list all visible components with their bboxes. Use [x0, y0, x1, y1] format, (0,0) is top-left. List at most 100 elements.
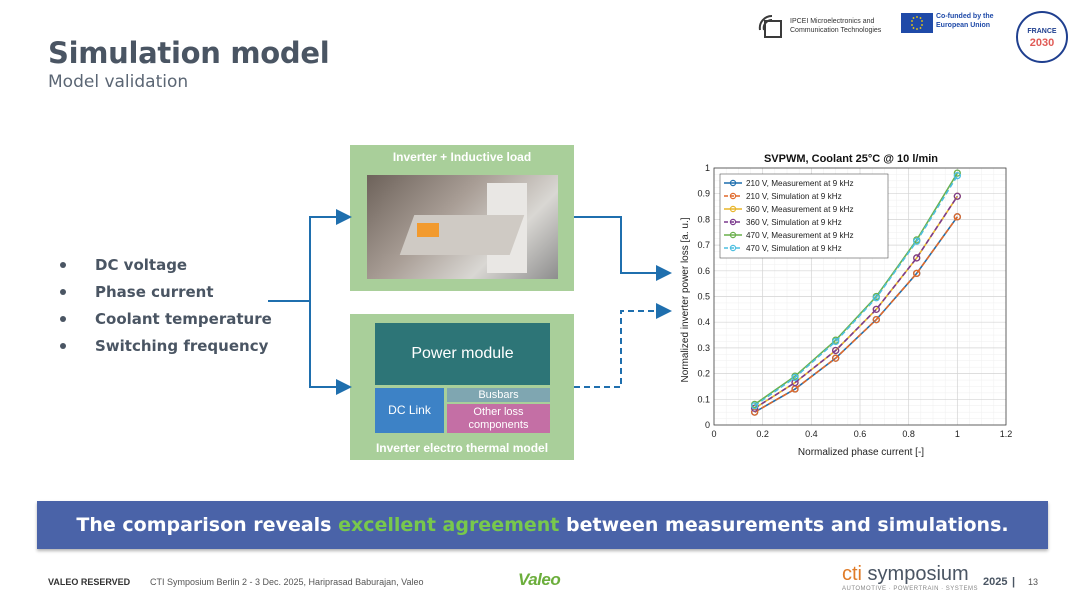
cti-tagline: AUTOMOTIVE · POWERTRAIN · SYSTEMS: [842, 586, 978, 592]
power-module-block: Power module: [375, 323, 550, 385]
input-arrow-top: [309, 209, 352, 301]
y-tick-label: 0.5: [697, 292, 710, 302]
simulation-arrow: [574, 303, 672, 388]
loss-chart: SVPWM, Coolant 25°C @ 10 l/min Normalize…: [680, 153, 1013, 458]
valeo-logo: Valeo: [518, 570, 561, 589]
y-tick-label: 0.4: [697, 317, 710, 327]
banner-highlight: excellent agreement: [338, 514, 560, 536]
page-subtitle: Model validation: [48, 72, 189, 92]
dc-link-block: DC Link: [375, 388, 444, 433]
legend-label: 210 V, Simulation at 9 kHz: [746, 192, 842, 201]
eu-cofunded-text: Co-funded by the European Union: [936, 13, 994, 29]
series-line-6: [754, 175, 959, 407]
series-line-4: [754, 195, 959, 409]
footer-event: CTI Symposium Berlin 2 - 3 Dec. 2025, Ha…: [150, 577, 424, 587]
x-tick-label: 0.6: [854, 429, 867, 439]
plot-frame: [713, 167, 1007, 426]
legend-marker: [729, 192, 737, 200]
y-tick-label: 0.2: [697, 369, 710, 379]
data-point: [872, 294, 880, 302]
y-tick-label: 0.9: [697, 189, 710, 199]
france-2030-logo: FRANCE 2030: [1016, 11, 1068, 63]
data-point: [832, 354, 840, 362]
list-item-label: Coolant temperature: [95, 310, 272, 328]
data-point: [953, 169, 961, 177]
page-title: Simulation model: [48, 36, 330, 70]
data-point: [953, 192, 961, 200]
chart-ylabel: Normalized inverter power loss [a. u.]: [680, 217, 691, 382]
data-point: [913, 269, 921, 278]
legend-marker: [729, 244, 737, 252]
cti-logo-part2: symposium: [862, 563, 969, 585]
data-point: [750, 402, 759, 410]
legend-label: 470 V, Simulation at 9 kHz: [746, 244, 842, 253]
france-logo-text: FRANCE: [1027, 28, 1057, 35]
legend-marker: [729, 231, 737, 239]
inverter-load-label: Inverter + Inductive load: [392, 150, 532, 164]
y-tick-label: 0.3: [697, 343, 710, 353]
cti-symposium-logo: cti symposium: [842, 563, 969, 586]
bullet-icon: [60, 316, 66, 322]
france-logo-year: 2030: [1029, 37, 1055, 49]
y-tick-label: 0.6: [697, 266, 710, 276]
data-point: [913, 254, 921, 262]
ipcei-text: IPCEI Microelectronics and Communication…: [790, 18, 882, 34]
y-tick-label: 0.1: [697, 394, 710, 404]
y-tick-label: 0: [705, 420, 710, 430]
cti-logo-part1: cti: [842, 563, 862, 585]
legend-label: 210 V, Measurement at 9 kHz: [746, 179, 854, 188]
x-tick-label: 0.2: [756, 429, 769, 439]
x-tick-label: 1: [955, 429, 960, 439]
data-point: [791, 373, 799, 382]
legend-marker: [729, 179, 737, 187]
partner-logos: IPCEI Microelectronics and Communication…: [752, 10, 1072, 63]
bullet-icon: [60, 289, 66, 295]
banner-text-1: The comparison reveals: [76, 514, 339, 536]
data-point: [872, 315, 880, 324]
legend-label: 360 V, Measurement at 9 kHz: [746, 205, 854, 214]
x-tick-label: 0: [711, 429, 716, 439]
chart-xlabel: Normalized phase current [-]: [798, 447, 924, 458]
data-point: [913, 237, 921, 245]
measurement-arrow: [574, 216, 672, 281]
footer-separator: |: [1012, 576, 1016, 588]
ipcei-logo-icon: [758, 14, 782, 38]
other-loss-block: Other loss components: [447, 404, 550, 433]
x-tick-label: 1.2: [1000, 429, 1013, 439]
electro-thermal-model-label: Inverter electro thermal model: [375, 441, 549, 455]
inverter-load-box: Inverter + Inductive load: [350, 145, 574, 291]
y-tick-label: 0.7: [697, 240, 710, 250]
list-item-label: Switching frequency: [95, 337, 269, 355]
chart-title: SVPWM, Coolant 25°C @ 10 l/min: [764, 153, 938, 165]
busbars-block: Busbars: [447, 388, 550, 402]
legend-marker: [729, 205, 737, 213]
bullet-icon: [60, 343, 66, 349]
eu-flag-icon: [901, 13, 933, 33]
data-point: [953, 213, 961, 221]
conclusion-banner: The comparison reveals excellent agreeme…: [37, 501, 1048, 549]
banner-text-2: between measurements and simulations.: [559, 514, 1009, 536]
legend-marker: [729, 218, 737, 226]
y-tick-label: 1: [705, 163, 710, 173]
input-arrow-bottom: [309, 301, 352, 395]
data-point: [953, 172, 961, 180]
footer-year: 2025: [983, 576, 1008, 588]
bullet-icon: [60, 262, 66, 268]
test-bench-photo: [367, 175, 558, 279]
x-tick-label: 0.8: [902, 429, 915, 439]
legend-label: 470 V, Measurement at 9 kHz: [746, 231, 854, 240]
data-point: [872, 305, 880, 314]
legend-box: [719, 173, 889, 259]
page-number: 13: [1028, 577, 1039, 587]
series-line-5: [754, 172, 959, 406]
list-item-label: Phase current: [95, 283, 214, 301]
legend-label: 360 V, Simulation at 9 kHz: [746, 218, 842, 227]
data-point: [832, 337, 840, 346]
y-tick-label: 0.8: [697, 214, 710, 224]
x-tick-label: 0.4: [805, 429, 818, 439]
footer-reserved: VALEO RESERVED: [48, 577, 131, 587]
electro-thermal-model-box: Power module DC Link Busbars Other loss …: [350, 314, 574, 460]
series-line-2: [754, 216, 958, 413]
list-item-label: DC voltage: [95, 256, 188, 274]
data-point: [832, 346, 840, 355]
